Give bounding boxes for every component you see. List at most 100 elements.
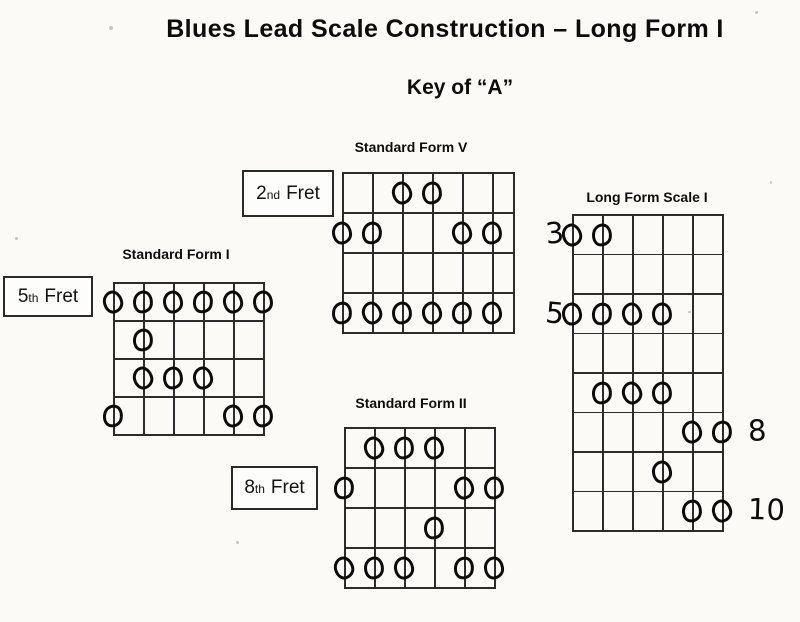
note-circle bbox=[680, 419, 704, 445]
fretboard-grid-standard-form-i bbox=[100, 282, 275, 436]
note-circle bbox=[190, 288, 216, 316]
fret-line bbox=[572, 530, 724, 532]
fret-line bbox=[572, 490, 724, 492]
note-circle bbox=[452, 475, 476, 501]
fret-line bbox=[113, 282, 265, 284]
note-circle bbox=[222, 403, 244, 429]
scan-speck bbox=[15, 237, 18, 240]
note-circle bbox=[483, 555, 505, 581]
string-line bbox=[432, 172, 434, 334]
note-circle bbox=[359, 299, 385, 327]
note-circle bbox=[680, 498, 704, 525]
string-line bbox=[143, 282, 145, 436]
fret-line bbox=[572, 411, 724, 413]
note-circle bbox=[162, 365, 184, 391]
note-circle bbox=[422, 514, 446, 542]
handwritten-fret-number: 8 bbox=[747, 413, 768, 449]
string-line bbox=[173, 282, 175, 436]
fret-word-text: Fret bbox=[44, 285, 79, 307]
note-circle bbox=[620, 300, 644, 327]
note-circle bbox=[651, 459, 673, 484]
fret-number-text: 5 bbox=[17, 285, 29, 307]
note-circle bbox=[483, 475, 505, 501]
fret-number-text: 2 bbox=[256, 182, 267, 204]
fret-line bbox=[342, 172, 515, 174]
note-circle bbox=[392, 435, 416, 461]
note-circle bbox=[331, 474, 357, 502]
fret-line bbox=[113, 320, 265, 322]
grid-edge-line bbox=[513, 172, 515, 334]
note-circle bbox=[363, 555, 385, 581]
diagram-title-long-form-scale-i: Long Form Scale I bbox=[586, 189, 708, 205]
note-circle bbox=[451, 554, 477, 582]
fret-ordinal-text: th bbox=[28, 290, 39, 305]
note-circle bbox=[131, 289, 155, 315]
handwritten-fret-number: 10 bbox=[747, 492, 786, 528]
fret-line bbox=[344, 547, 496, 549]
fretboard-grid-standard-form-ii bbox=[331, 427, 505, 589]
note-circle bbox=[331, 554, 357, 582]
string-line bbox=[374, 427, 376, 589]
note-circle bbox=[651, 380, 673, 406]
note-circle bbox=[330, 299, 354, 327]
fret-line bbox=[113, 358, 265, 360]
scan-speck bbox=[688, 311, 691, 313]
note-circle bbox=[481, 220, 503, 246]
string-line bbox=[602, 214, 604, 532]
diagram-title-standard-form-i: Standard Form I bbox=[122, 246, 230, 262]
string-line bbox=[404, 427, 406, 589]
fret-number-text: 8 bbox=[244, 477, 255, 498]
fret-line bbox=[342, 292, 515, 294]
handwritten-fret-number: 3 bbox=[544, 215, 566, 251]
note-circle bbox=[590, 379, 614, 406]
scan-speck bbox=[109, 26, 113, 30]
fret-word-text: Fret bbox=[270, 477, 305, 498]
note-circle bbox=[710, 498, 734, 525]
note-circle bbox=[361, 434, 387, 462]
string-line bbox=[203, 282, 205, 436]
string-line bbox=[342, 172, 344, 334]
note-circle bbox=[590, 222, 614, 248]
note-circle bbox=[100, 402, 126, 430]
note-circle bbox=[420, 300, 444, 326]
note-circle bbox=[191, 365, 215, 391]
note-circle bbox=[450, 220, 474, 246]
fret-line bbox=[344, 587, 496, 589]
diagram-title-standard-form-v: Standard Form V bbox=[354, 139, 468, 155]
string-line bbox=[263, 282, 265, 436]
string-line bbox=[722, 214, 724, 532]
note-circle bbox=[100, 288, 126, 316]
string-line bbox=[692, 214, 694, 532]
note-circle bbox=[331, 220, 353, 246]
note-circle bbox=[619, 379, 645, 407]
string-line bbox=[572, 214, 574, 532]
note-circle bbox=[221, 289, 245, 315]
handwritten-fret-number: 5 bbox=[544, 295, 566, 331]
string-line bbox=[494, 427, 496, 589]
note-circle bbox=[423, 435, 445, 461]
string-line bbox=[434, 427, 436, 589]
fret-line bbox=[344, 467, 496, 469]
note-circle bbox=[252, 289, 274, 315]
fret-line bbox=[113, 396, 265, 398]
string-line bbox=[233, 282, 235, 436]
fret-line bbox=[572, 253, 724, 255]
fret-line bbox=[342, 252, 515, 254]
fret-line bbox=[342, 212, 515, 214]
string-line bbox=[632, 214, 634, 532]
string-line bbox=[492, 172, 494, 334]
note-circle bbox=[389, 179, 415, 207]
fret-ordinal-text: nd bbox=[266, 187, 281, 202]
fret-line bbox=[342, 332, 515, 334]
note-circle bbox=[589, 300, 615, 328]
scan-speck bbox=[755, 11, 758, 14]
fret-line bbox=[572, 332, 724, 334]
scan-speck bbox=[236, 541, 239, 544]
note-circle bbox=[420, 180, 444, 206]
fret-word-text: Fret bbox=[286, 182, 320, 204]
scan-speck bbox=[770, 181, 772, 184]
fret-line bbox=[572, 293, 724, 295]
